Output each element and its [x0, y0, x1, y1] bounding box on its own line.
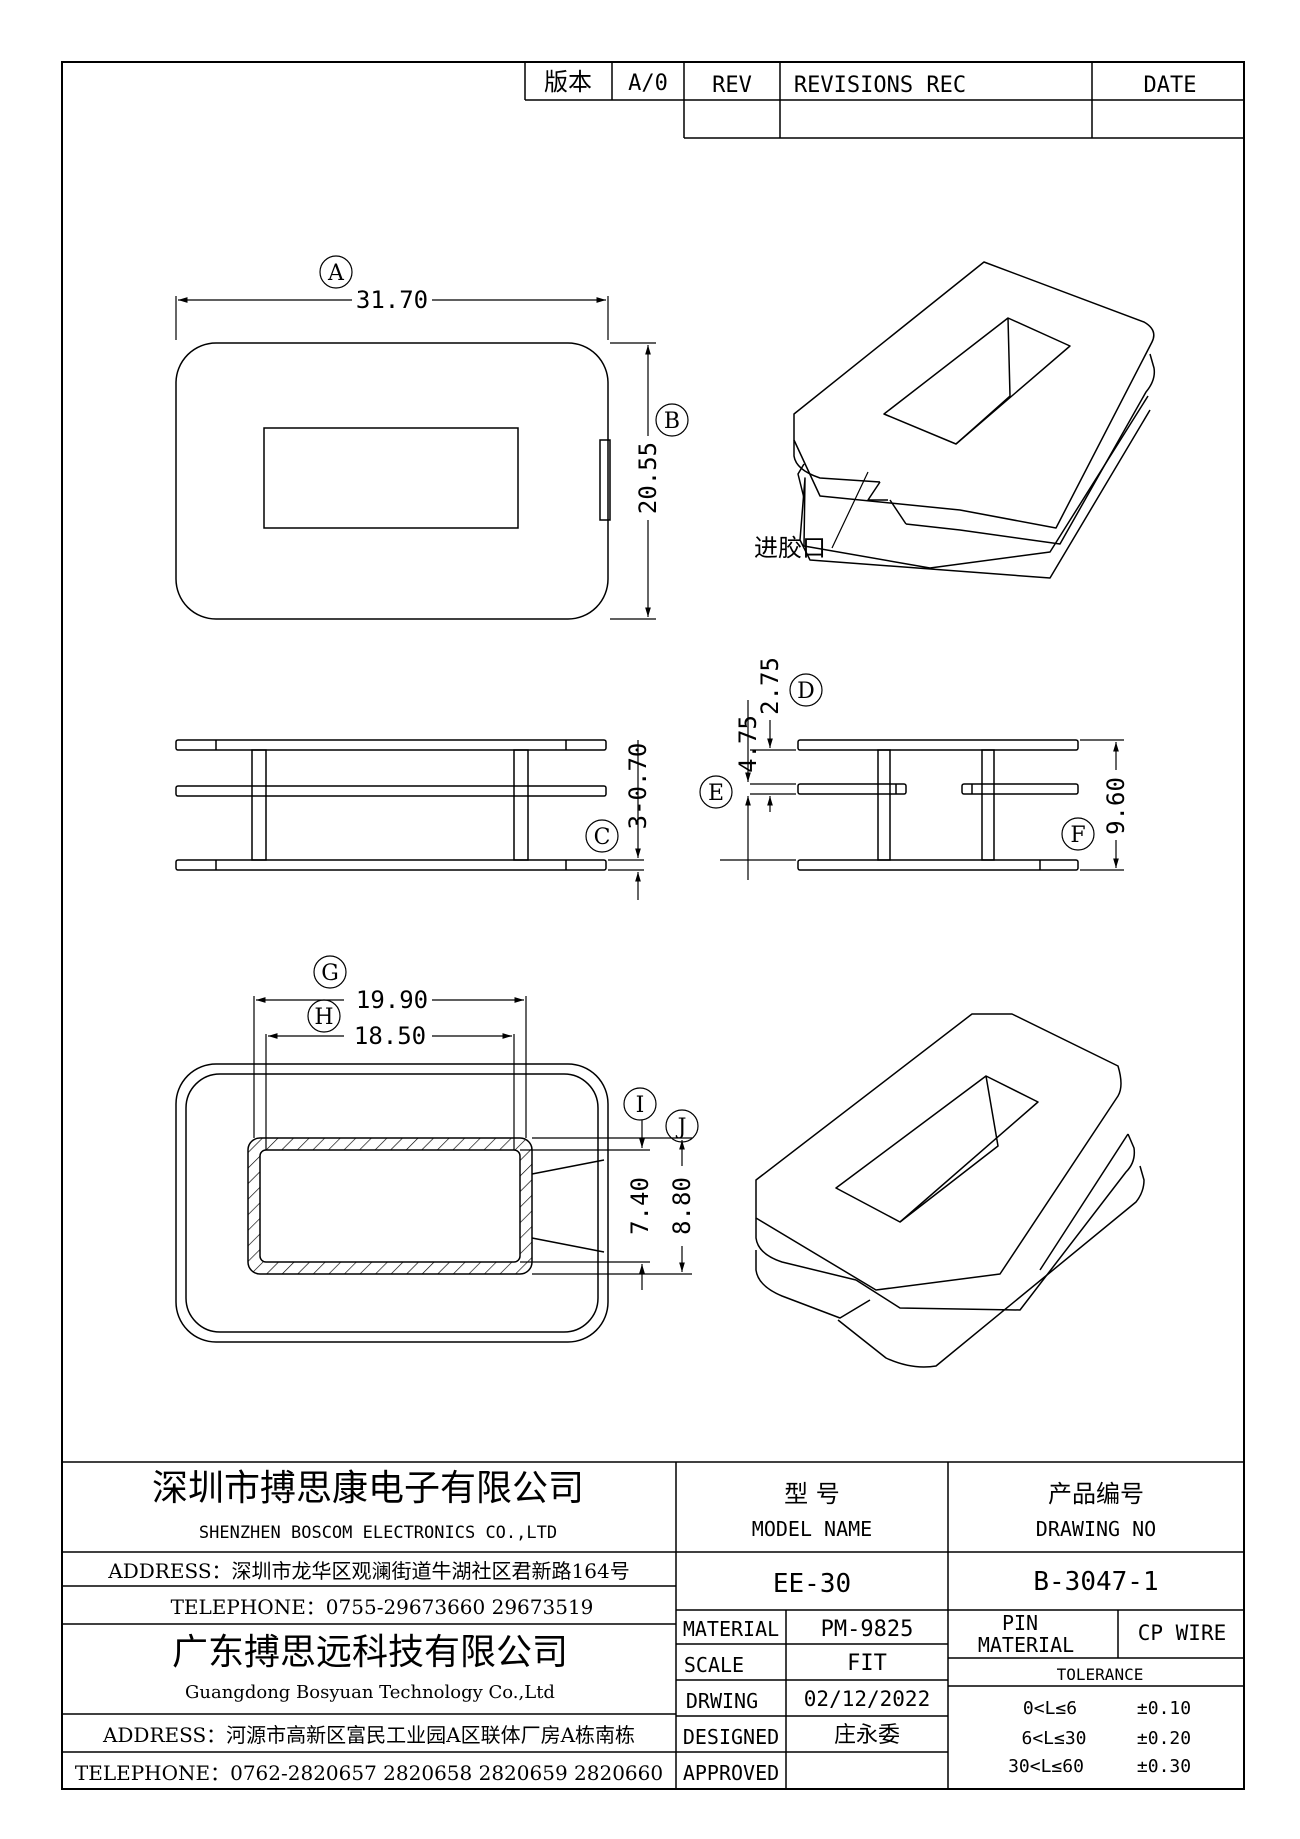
dim-j-value: 8.80	[668, 1177, 696, 1235]
drawing-cn: 产品编号	[1048, 1480, 1144, 1508]
dimension-c	[585, 740, 644, 900]
pin-material-value: CP WIRE	[1138, 1621, 1227, 1645]
material-value: PM-9825	[821, 1617, 914, 1642]
dim-b-label: B	[664, 409, 680, 434]
dim-e-value: 4.75	[734, 715, 762, 773]
tolerance-value-2: ±0.30	[1137, 1756, 1191, 1777]
scale-value: FIT	[847, 1651, 887, 1676]
date-header: DATE	[1144, 73, 1197, 98]
pin-material-label: MATERIAL	[978, 1633, 1074, 1657]
dimension-g-h	[253, 955, 527, 1150]
iso-view-bottom	[755, 1013, 1145, 1368]
tolerance-table: 0<L≤6 ±0.10 6<L≤30 ±0.20 30<L≤60 ±0.30	[1008, 1698, 1191, 1777]
address1: ADDRESS：深圳市龙华区观澜街道牛湖社区君新路164号	[107, 1559, 629, 1583]
tolerance-range-1: 6<L≤30	[1021, 1728, 1086, 1749]
dim-i-value: 7.40	[626, 1177, 654, 1235]
tolerance-range-0: 0<L≤6	[1023, 1698, 1077, 1719]
telephone2: TELEPHONE：0762-2820657 2820658 2820659 2…	[75, 1761, 663, 1785]
revisions-header: REVISIONS REC	[794, 73, 966, 98]
gate-callout	[831, 471, 869, 549]
bottom-view	[175, 1063, 609, 1343]
dim-h-value: 18.50	[354, 1022, 426, 1050]
dim-i-label: I	[636, 1093, 645, 1118]
dim-a-value: 31.70	[356, 286, 428, 314]
dim-d-label: D	[797, 679, 815, 704]
address2: ADDRESS：河源市高新区富民工业园A区联体厂房A栋南栋	[102, 1723, 635, 1747]
revision-block	[524, 62, 1244, 139]
company1-cn: 深圳市搏思康电子有限公司	[152, 1468, 584, 1509]
gate-label: 进胶口	[754, 534, 826, 562]
material-label: MATERIAL	[683, 1617, 779, 1641]
dim-j-label: J	[676, 1115, 687, 1140]
top-view	[175, 342, 611, 620]
rev-header: REV	[712, 73, 752, 98]
dim-b-value: 20.55	[634, 442, 662, 514]
sheet-border	[61, 61, 1245, 1790]
company1-en: SHENZHEN BOSCOM ELECTRONICS CO.,LTD	[199, 1523, 557, 1543]
tolerance-label: TOLERANCE	[1057, 1665, 1144, 1684]
dim-e-label: E	[708, 781, 724, 806]
dim-h-label: H	[314, 1005, 333, 1030]
dim-c-label: C	[594, 825, 611, 850]
drwing-label: DRWING	[686, 1689, 758, 1713]
dimension-d-e	[699, 673, 823, 880]
approved-label: APPROVED	[683, 1761, 779, 1785]
dim-a-label: A	[327, 261, 345, 286]
scale-label: SCALE	[684, 1653, 744, 1677]
side-view	[797, 739, 1079, 871]
tolerance-value-1: ±0.20	[1137, 1728, 1191, 1749]
tolerance-value-0: ±0.10	[1137, 1698, 1191, 1719]
telephone1: TELEPHONE：0755-29673660 29673519	[171, 1595, 594, 1619]
dim-f-label: F	[1070, 823, 1085, 848]
dimension-a	[175, 255, 609, 340]
dim-d-value: 2.75	[756, 657, 784, 715]
dim-g-value: 19.90	[356, 986, 428, 1014]
dimension-b	[610, 342, 689, 620]
designed-label: DESIGNED	[683, 1725, 779, 1749]
drawing-value: B-3047-1	[1033, 1567, 1158, 1597]
dimension-f	[1061, 739, 1124, 871]
dim-c-value: 3-0.70	[624, 743, 652, 830]
model-cn: 型 号	[784, 1480, 840, 1508]
tolerance-range-2: 30<L≤60	[1008, 1756, 1084, 1777]
company2-cn: 广东搏思远科技有限公司	[172, 1632, 568, 1673]
version-label: 版本	[544, 68, 592, 96]
model-en: MODEL NAME	[752, 1517, 872, 1541]
model-value: EE-30	[773, 1569, 851, 1599]
dim-f-value: 9.60	[1102, 777, 1130, 835]
front-view	[175, 739, 607, 871]
drwing-value: 02/12/2022	[804, 1687, 930, 1711]
version-value: A/0	[628, 71, 668, 96]
dim-g-label: G	[321, 961, 339, 986]
pin-label: PIN	[1002, 1611, 1038, 1635]
dimension-i-j	[520, 1087, 699, 1290]
drawing-en: DRAWING NO	[1036, 1517, 1156, 1541]
title-block	[62, 1461, 1244, 1789]
company2-en: Guangdong Bosyuan Technology Co.,Ltd	[185, 1682, 555, 1703]
designed-value: 庄永委	[834, 1723, 900, 1748]
iso-view-top	[793, 261, 1156, 579]
